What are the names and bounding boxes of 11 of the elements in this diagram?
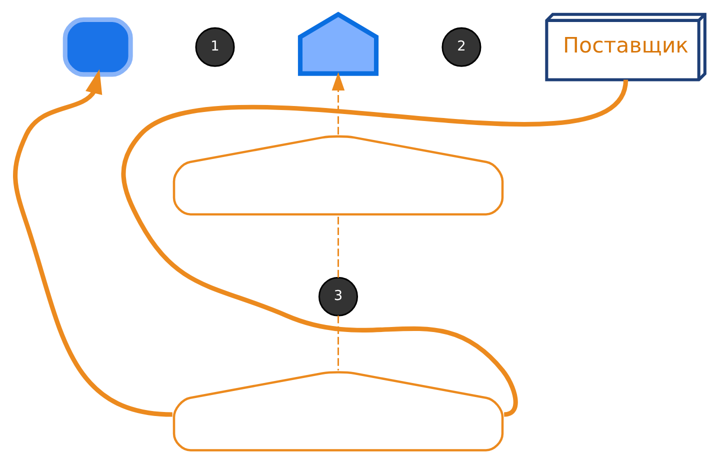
node-circle: 3: [318, 276, 358, 316]
node-box: [172, 135, 504, 216]
arrow: [331, 72, 344, 135]
connector: [336, 216, 338, 278]
node-box: [297, 12, 378, 76]
arrow: [12, 69, 172, 417]
node-box: [172, 371, 504, 452]
node-circle: 2: [441, 27, 481, 67]
connector: [336, 316, 338, 370]
node-person: [62, 17, 132, 77]
node-circle: 1: [194, 27, 234, 67]
